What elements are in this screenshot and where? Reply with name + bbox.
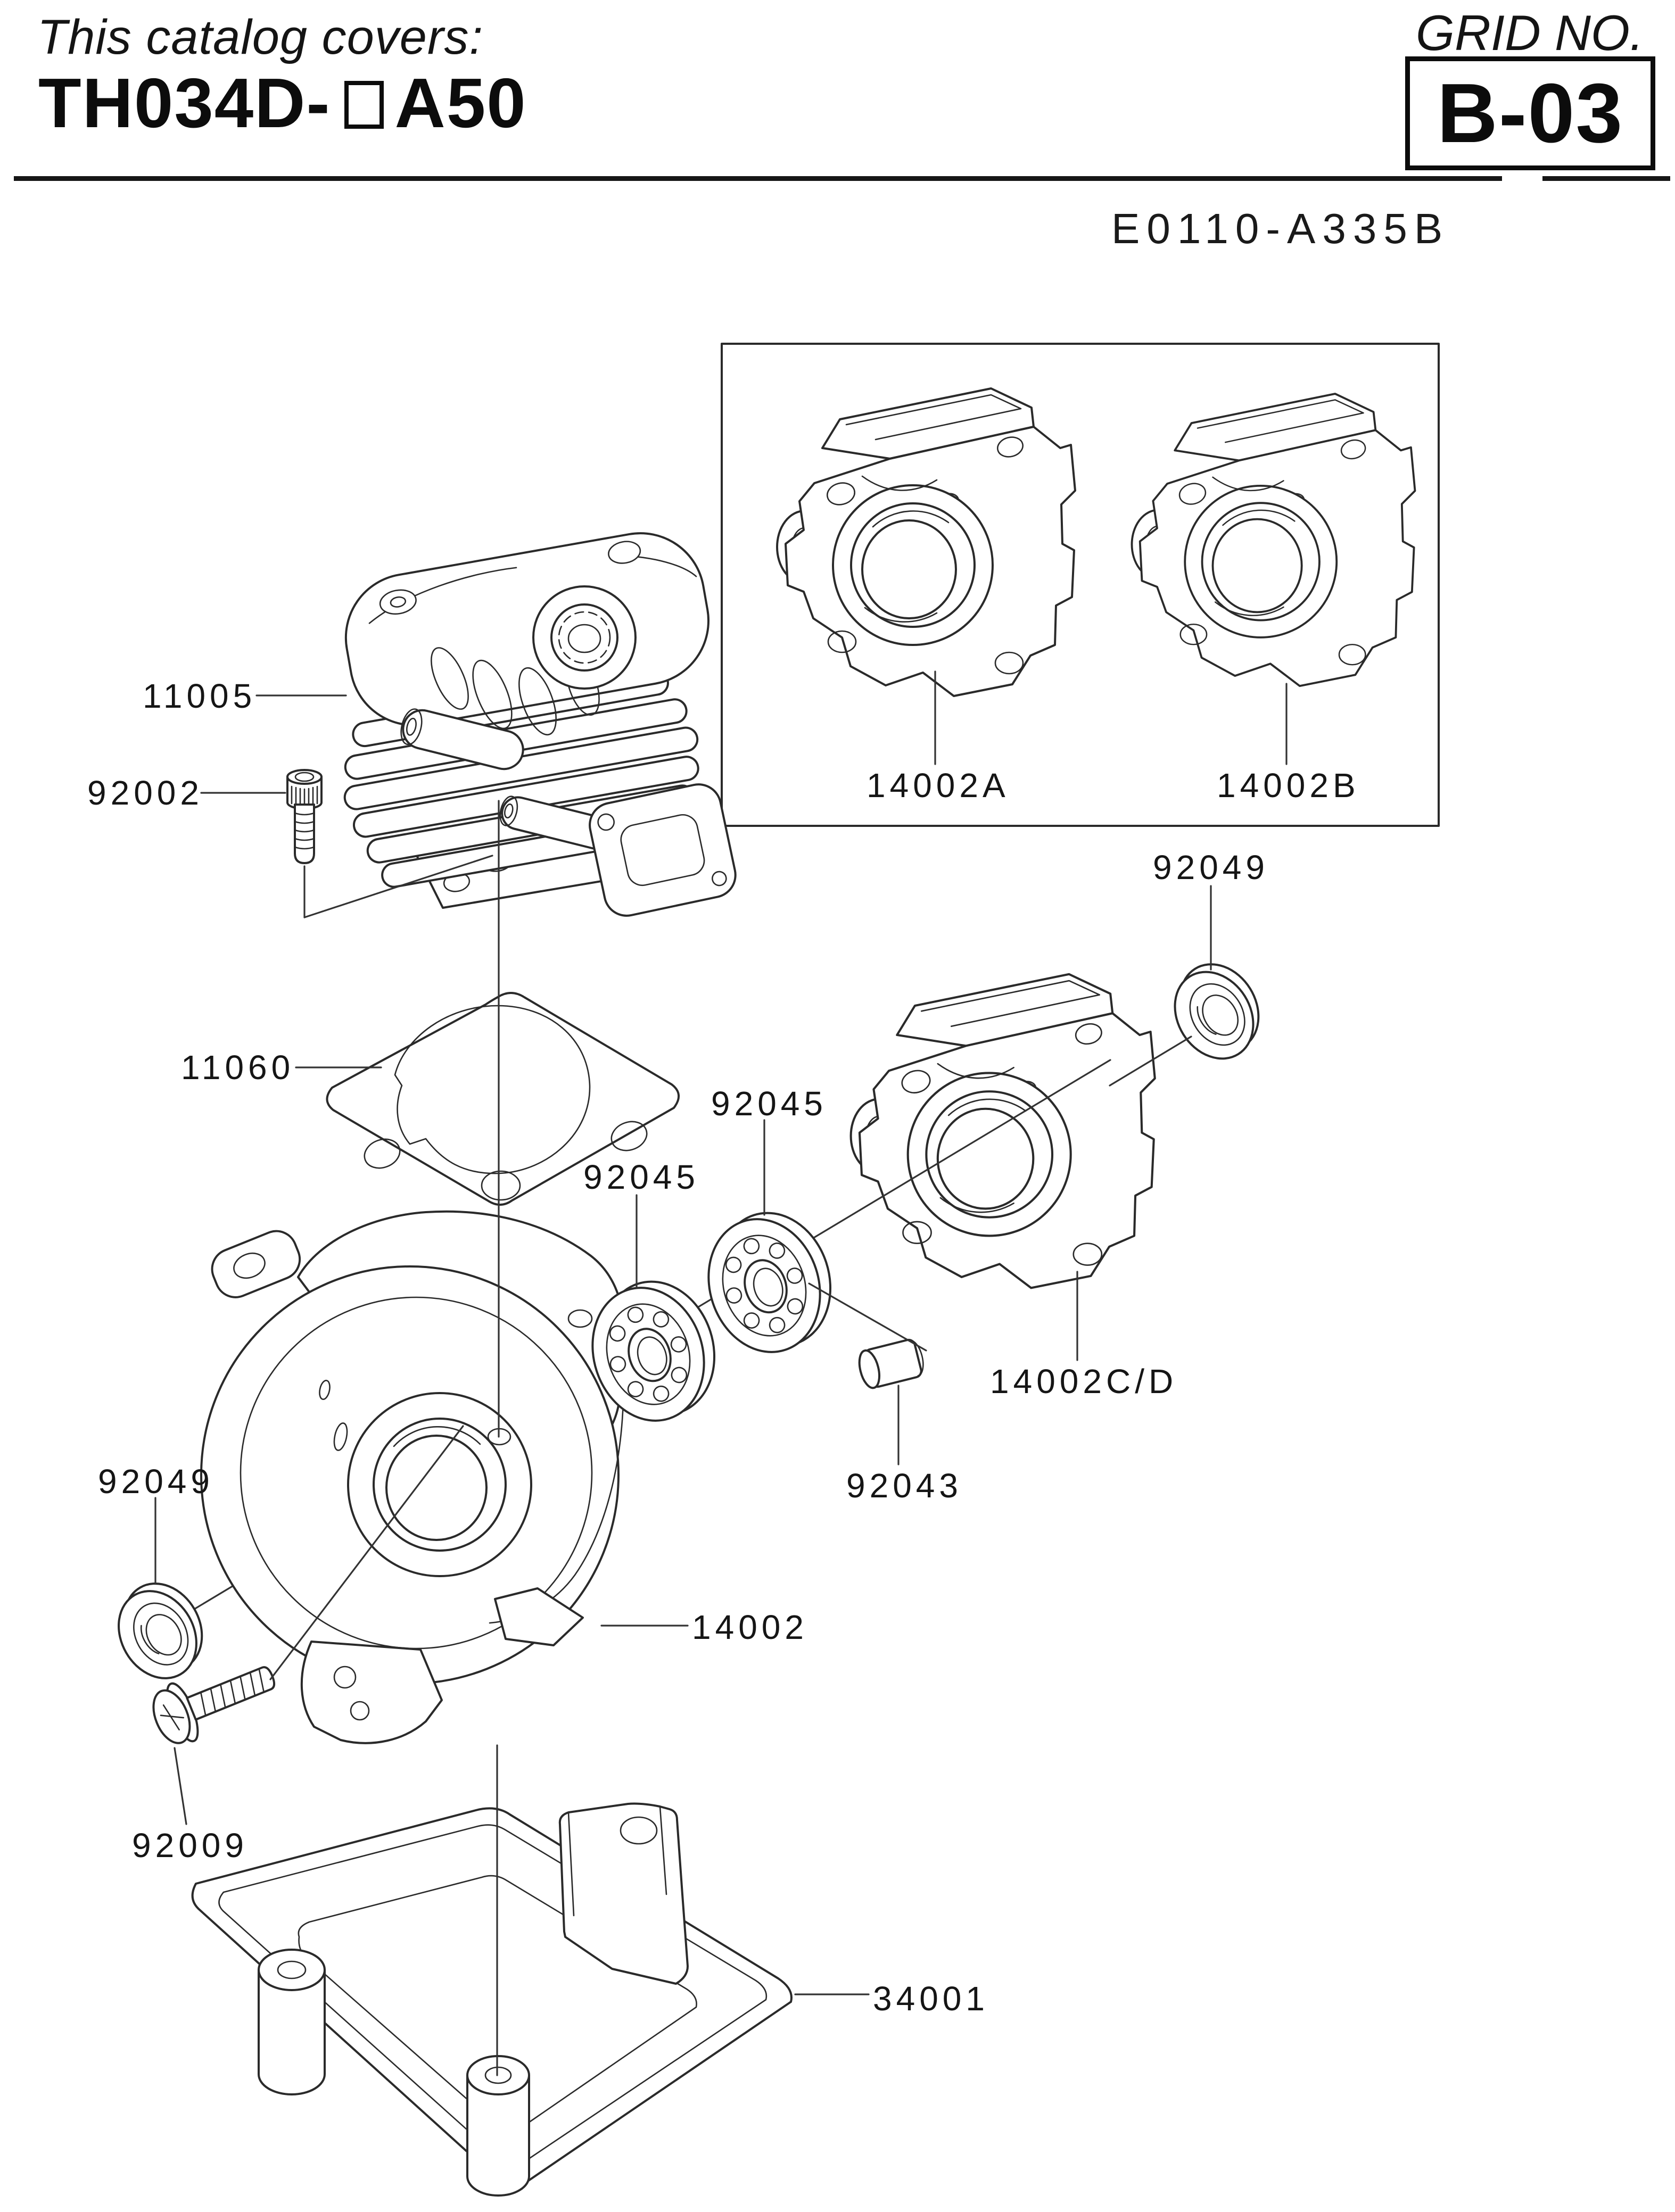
socket-bolt-drawing bbox=[286, 769, 323, 864]
crankcase-a-drawing bbox=[776, 387, 1076, 697]
grid-number-value: B-03 bbox=[1437, 66, 1624, 160]
part-label-pan-bolt: 92009 bbox=[132, 1826, 248, 1865]
seal-right-drawing bbox=[1156, 948, 1277, 1074]
part-label-cover: 34001 bbox=[873, 1979, 989, 2018]
leader-lines bbox=[154, 670, 1288, 2076]
part-label-seal-right: 92049 bbox=[1153, 848, 1269, 887]
part-label-pin: 92043 bbox=[846, 1467, 962, 1505]
part-label-cylinder: 11005 bbox=[143, 677, 256, 715]
drawing-code: E0110-A335B bbox=[1111, 205, 1450, 252]
part-label-gasket: 11060 bbox=[181, 1048, 294, 1087]
grid-number-box: B-03 bbox=[1405, 56, 1655, 170]
crankcase-cd-drawing bbox=[851, 974, 1155, 1288]
housing-drawing bbox=[200, 1210, 625, 1744]
bearing-right-drawing bbox=[690, 1197, 849, 1368]
model-suffix: A50 bbox=[394, 64, 527, 142]
grid-no-label: GRID NO. bbox=[1415, 5, 1644, 61]
part-label-bearing-left: 92045 bbox=[583, 1158, 699, 1196]
header-rule-right bbox=[1542, 176, 1670, 181]
header-rule-left bbox=[14, 176, 1502, 181]
crankcase-options-box bbox=[721, 343, 1440, 827]
part-label-socket-bolt: 92002 bbox=[87, 774, 203, 812]
part-label-crankcase-a: 14002A bbox=[867, 766, 1010, 805]
model-variant-box bbox=[344, 80, 384, 129]
seal-left-drawing bbox=[100, 1568, 220, 1694]
part-label-housing: 14002 bbox=[692, 1608, 808, 1646]
pan-bolt-drawing bbox=[152, 1666, 276, 1744]
part-label-crankcase-b: 14002B bbox=[1217, 766, 1360, 805]
pin-drawing bbox=[858, 1339, 924, 1389]
model-code: TH034D- A50 bbox=[38, 63, 527, 143]
part-label-seal-left: 92049 bbox=[98, 1462, 214, 1501]
part-label-bearing-right: 92045 bbox=[711, 1084, 827, 1123]
catalog-covers-label: This catalog covers: bbox=[37, 10, 484, 64]
gasket-drawing bbox=[326, 992, 680, 1206]
part-label-crankcase-cd: 14002C/D bbox=[990, 1362, 1177, 1401]
cover-drawing bbox=[191, 1802, 793, 2197]
crankcase-b-drawing bbox=[1131, 393, 1416, 687]
model-prefix: TH034D- bbox=[38, 64, 331, 142]
cylinder-drawing bbox=[343, 532, 737, 917]
